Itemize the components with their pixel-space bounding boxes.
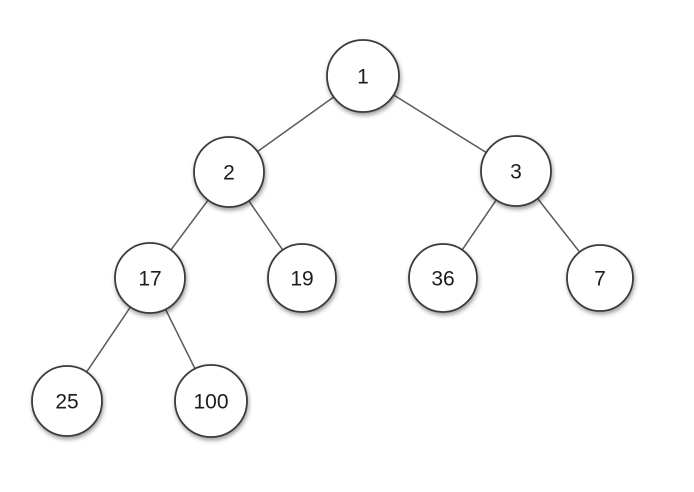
tree-node-circle-1 bbox=[326, 39, 400, 113]
tree-node-label-17: 17 bbox=[138, 267, 161, 290]
tree-node-36: 36 bbox=[408, 243, 478, 313]
tree-node-17: 17 bbox=[114, 242, 186, 314]
tree-node-7: 7 bbox=[566, 244, 634, 312]
tree-node-circle-25 bbox=[31, 365, 103, 437]
tree-node-label-3: 3 bbox=[510, 160, 522, 183]
tree-node-1: 1 bbox=[326, 39, 400, 113]
edges-layer bbox=[66, 75, 601, 402]
tree-node-19: 19 bbox=[267, 243, 337, 313]
tree-node-label-19: 19 bbox=[290, 267, 313, 290]
tree-node-label-36: 36 bbox=[431, 267, 454, 290]
tree-node-label-1: 1 bbox=[357, 65, 369, 88]
tree-node-2: 2 bbox=[193, 136, 265, 208]
tree-node-25: 25 bbox=[31, 365, 103, 437]
tree-node-circle-3 bbox=[480, 135, 552, 207]
nodes-layer: 1 2 3 17 19 36 7 25 100 bbox=[31, 39, 634, 438]
tree-node-circle-36 bbox=[408, 243, 478, 313]
tree-node-circle-7 bbox=[566, 244, 634, 312]
tree-node-circle-100 bbox=[174, 364, 248, 438]
tree-node-100: 100 bbox=[174, 364, 248, 438]
tree-node-circle-2 bbox=[193, 136, 265, 208]
tree-node-label-7: 7 bbox=[594, 267, 606, 290]
tree-node-label-25: 25 bbox=[55, 390, 78, 413]
tree-node-label-100: 100 bbox=[193, 390, 228, 413]
tree-node-circle-19 bbox=[267, 243, 337, 313]
tree-node-label-2: 2 bbox=[223, 161, 235, 184]
tree-node-3: 3 bbox=[480, 135, 552, 207]
tree-node-circle-17 bbox=[114, 242, 186, 314]
